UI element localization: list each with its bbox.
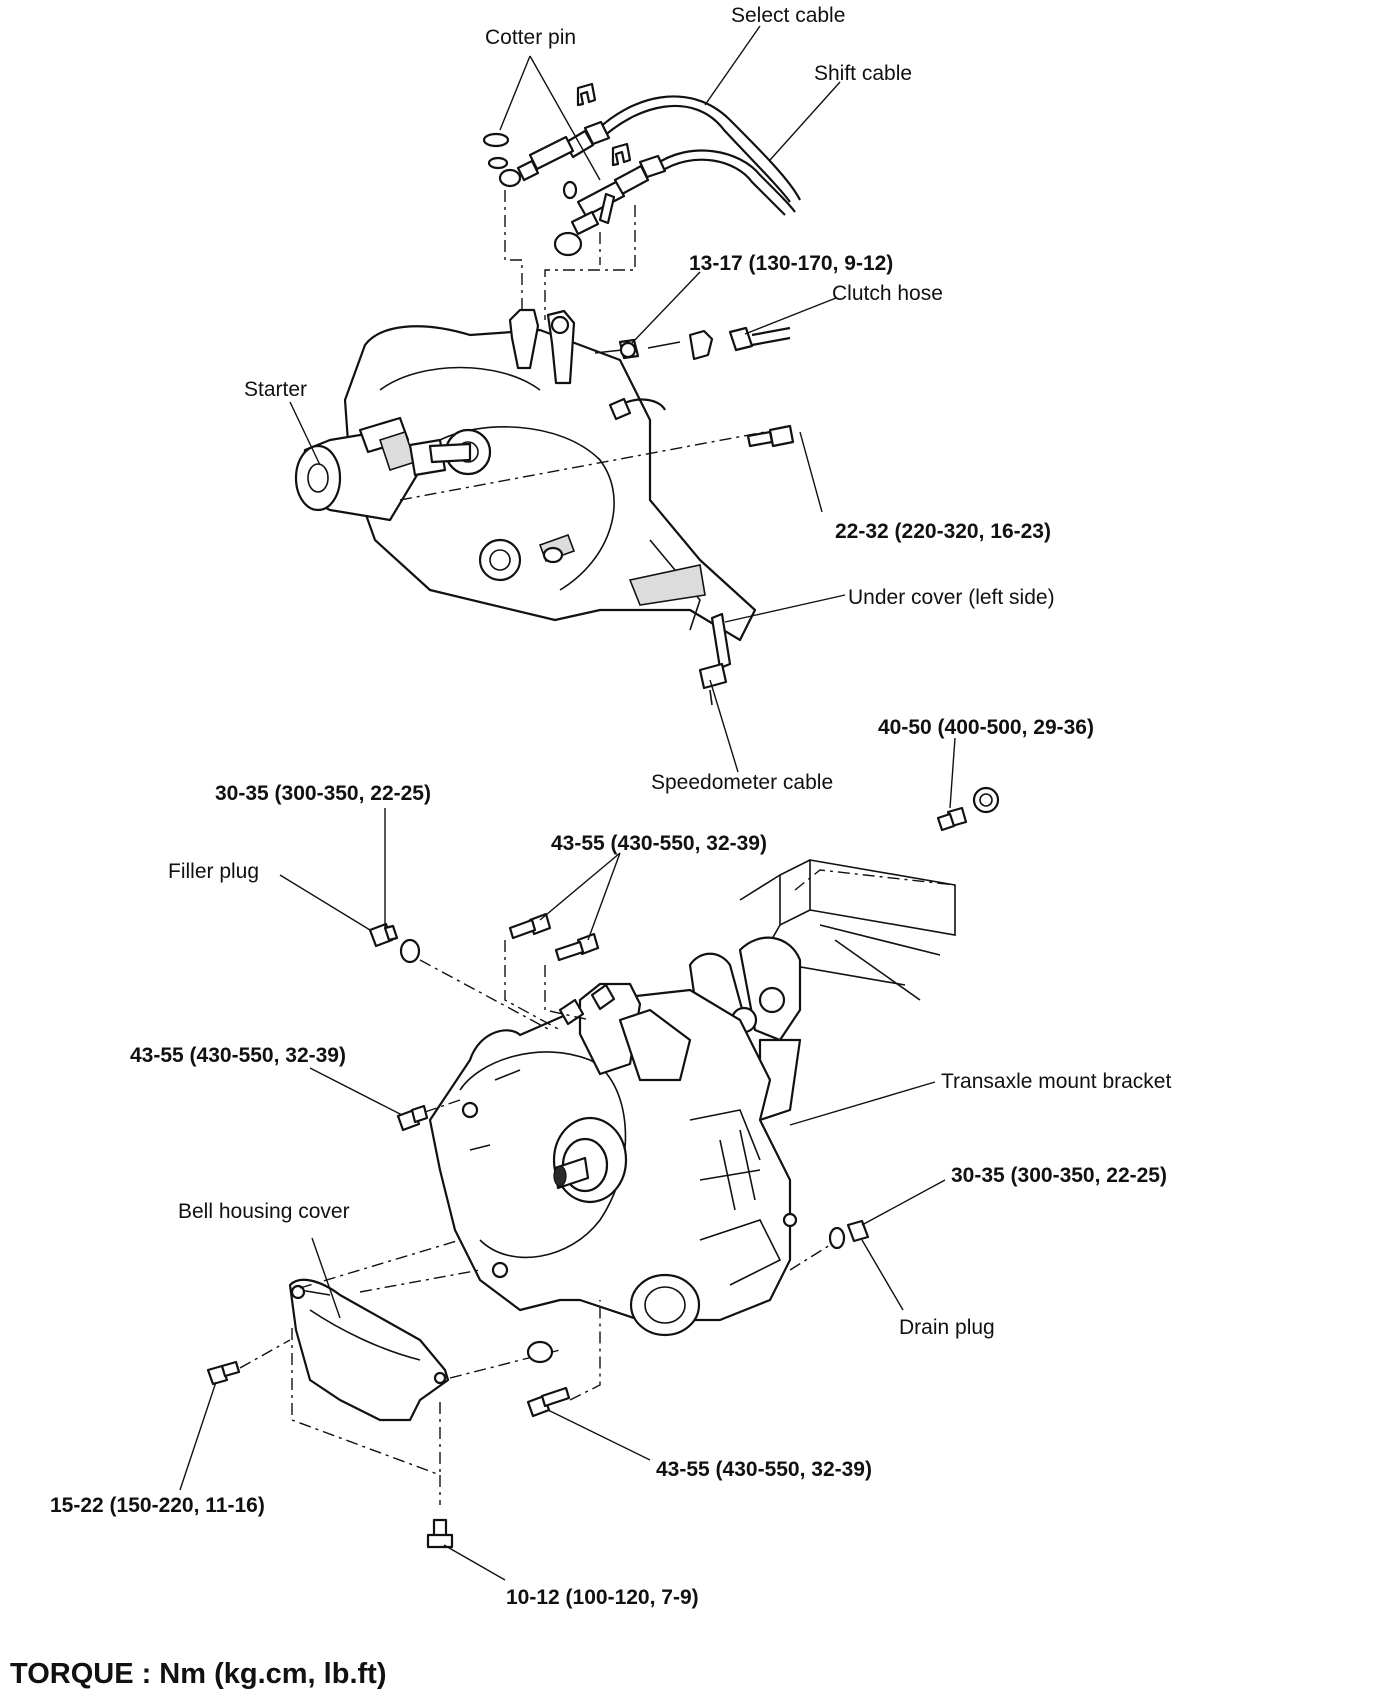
starter-drawing	[294, 416, 492, 522]
label-torque-13-17: 13-17 (130-170, 9-12)	[689, 252, 894, 275]
lower-transaxle-case	[428, 982, 798, 1337]
label-filler-plug: Filler plug	[168, 860, 260, 883]
bolt-43-55-bottom-icon	[526, 1300, 601, 1418]
bolt-15-22-icon	[206, 1339, 291, 1386]
torque-units-footer: TORQUE : Nm (kg.cm, lb.ft)	[10, 1658, 387, 1690]
label-torque-30-35-drain: 30-35 (300-350, 22-25)	[951, 1164, 1167, 1187]
label-torque-43-55-bottom: 43-55 (430-550, 32-39)	[656, 1458, 872, 1481]
cable-guide-lines	[504, 190, 636, 320]
speedometer-cable-icon	[698, 612, 732, 706]
clutch-hose-fitting-icon	[594, 326, 791, 361]
select-cable-drawing	[498, 95, 801, 203]
label-select-cable: Select cable	[731, 4, 846, 27]
label-cotter-pin: Cotter pin	[485, 26, 577, 49]
cotter-pin-icon	[482, 82, 632, 225]
label-shift-cable: Shift cable	[814, 62, 913, 85]
label-drain-plug: Drain plug	[899, 1316, 995, 1339]
label-clutch-hose: Clutch hose	[832, 282, 943, 305]
label-torque-43-55-top: 43-55 (430-550, 32-39)	[551, 832, 767, 855]
label-torque-15-22: 15-22 (150-220, 11-16)	[50, 1494, 265, 1517]
leader-lines	[179, 25, 956, 1581]
label-torque-10-12: 10-12 (100-120, 7-9)	[506, 1586, 699, 1609]
bolt-22-32-icon	[399, 424, 795, 501]
filler-plug-icon	[368, 922, 551, 1031]
shift-cable-drawing	[553, 149, 796, 257]
label-torque-40-50: 40-50 (400-500, 29-36)	[878, 716, 1094, 739]
label-under-cover: Under cover (left side)	[848, 586, 1055, 609]
label-torque-43-55-left: 43-55 (430-550, 32-39)	[130, 1044, 346, 1067]
bolt-43-55-top-icon	[504, 912, 600, 1031]
label-torque-22-32: 22-32 (220-320, 16-23)	[835, 520, 1051, 543]
label-transaxle-mount-bracket: Transaxle mount bracket	[941, 1070, 1172, 1093]
label-starter: Starter	[244, 378, 308, 401]
label-speedometer-cable: Speedometer cable	[651, 771, 834, 794]
bolt-43-55-left-icon	[396, 1099, 461, 1132]
bolt-40-50-icon	[936, 786, 1000, 832]
bolt-10-12-icon	[291, 1328, 454, 1549]
label-bell-housing-cover: Bell housing cover	[178, 1200, 350, 1223]
upper-transaxle-case	[343, 308, 757, 642]
label-torque-30-35-filler: 30-35 (300-350, 22-25)	[215, 782, 431, 805]
drain-plug-icon	[789, 1219, 870, 1271]
